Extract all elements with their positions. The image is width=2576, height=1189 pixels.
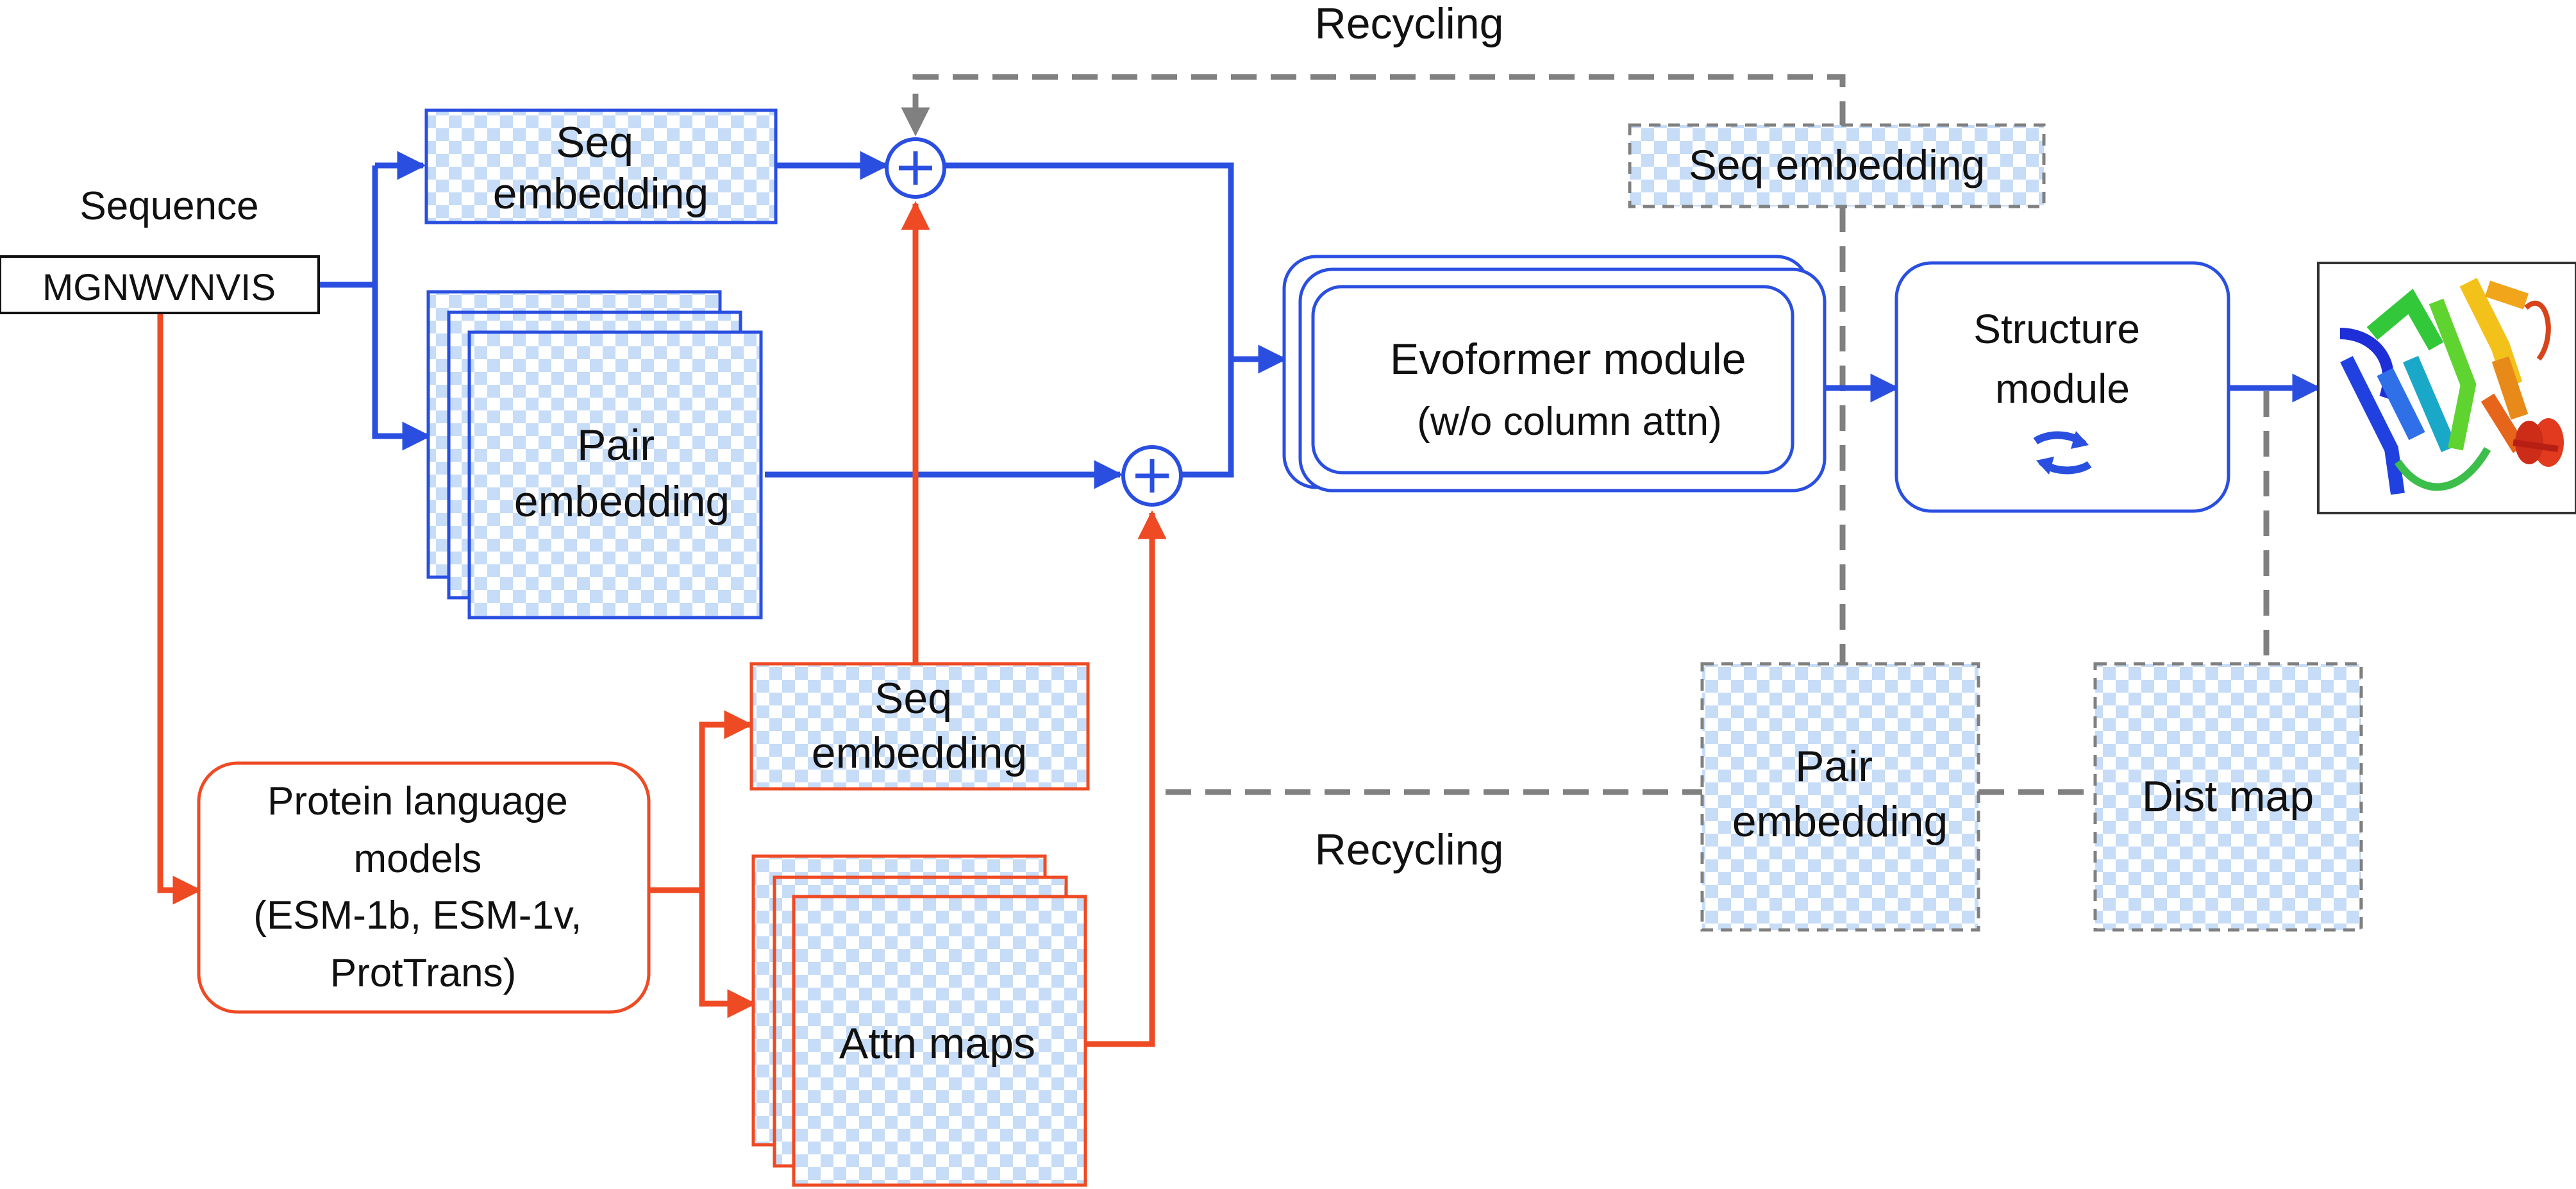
sequence-value: MGNWVNVIS xyxy=(42,267,276,308)
seq-embedding-box xyxy=(424,108,778,224)
recycle-pair-line-2: embedding xyxy=(1732,797,1948,846)
plus-node-top xyxy=(885,137,946,199)
plm-seq-embedding-line-1: Seq xyxy=(874,674,952,723)
line-plus-top-to-evoformer xyxy=(944,162,1234,359)
seq-embedding-line-2: embedding xyxy=(493,169,708,218)
structure-line-1: Structure xyxy=(1973,306,2140,352)
plm-line-2: models xyxy=(353,837,481,881)
plm-seq-embedding-box xyxy=(749,662,1090,791)
sequence-input-box xyxy=(0,255,320,314)
seq-embedding-label: Seq embedding xyxy=(493,118,708,218)
structure-module-label: Structure module xyxy=(1973,306,2151,412)
plm-seq-embedding-line-2: embedding xyxy=(812,729,1027,777)
pair-embedding-line-2: embedding xyxy=(514,477,730,526)
attn-maps-label: Attn maps xyxy=(839,1019,1035,1068)
plm-line-1: Protein language xyxy=(267,779,568,823)
protein-structure-icon xyxy=(2317,262,2576,514)
evoformer-label: Evoformer module (w/o column attn) xyxy=(1390,335,1749,444)
evoformer-stack xyxy=(1282,255,1827,493)
pair-embedding-box xyxy=(467,330,763,620)
recycling-label-top: Recycling xyxy=(1315,0,1504,48)
evoformer-line-2: (w/o column attn) xyxy=(1417,400,1722,444)
pair-embedding-line-1: Pair xyxy=(577,421,655,469)
recycling-label-bottom: Recycling xyxy=(1315,825,1504,874)
seq-input-line xyxy=(319,165,378,288)
pair-embedding-label: Pair embedding xyxy=(514,421,730,526)
evoformer-line-1: Evoformer module xyxy=(1390,335,1746,384)
evoformer-box xyxy=(1311,285,1794,475)
plus-node-bottom xyxy=(1121,445,1183,507)
recycle-seq-embedding-label: Seq embedding xyxy=(1689,141,1985,189)
pair-embedding-stack xyxy=(426,290,763,620)
plm-line-3: (ESM-1b, ESM-1v, xyxy=(253,893,581,938)
plm-line-4: ProtTrans) xyxy=(330,951,517,995)
structure-line-2: module xyxy=(1995,366,2130,412)
recycle-seq-embedding-box xyxy=(1628,123,2046,208)
arrow-sequence-to-plm xyxy=(157,314,202,905)
red-connectors xyxy=(157,201,1167,1047)
seq-embedding-line-1: Seq xyxy=(556,118,633,167)
sequence-title: Sequence xyxy=(79,184,258,228)
line-plus-bottom-to-evoformer xyxy=(1182,359,1234,478)
dist-map-label: Dist map xyxy=(2142,772,2314,821)
plm-seq-embedding-label: Seq embedding xyxy=(812,674,1027,777)
recycle-pair-embedding-label: Pair embedding xyxy=(1732,742,1948,846)
arrow-to-pair-embedding xyxy=(372,285,431,451)
plm-box xyxy=(197,761,651,1014)
plm-label: Protein language models (ESM-1b, ESM-1v,… xyxy=(253,779,592,995)
structure-module-box xyxy=(1894,261,2230,513)
arrow-plm-to-seq-embedding xyxy=(699,710,753,890)
arrow-plm-to-attn-maps xyxy=(699,890,757,1018)
blue-connectors xyxy=(319,151,2321,489)
recycle-pair-line-1: Pair xyxy=(1795,742,1873,791)
cycle-arrows-icon xyxy=(2033,431,2092,475)
attn-maps-stack xyxy=(751,854,1087,1187)
attn-maps-box xyxy=(792,895,1087,1187)
recycle-pair-embedding-box xyxy=(1700,662,1980,932)
arrow-attn-to-plus xyxy=(1087,510,1167,1047)
dist-map-box xyxy=(2093,662,2363,932)
